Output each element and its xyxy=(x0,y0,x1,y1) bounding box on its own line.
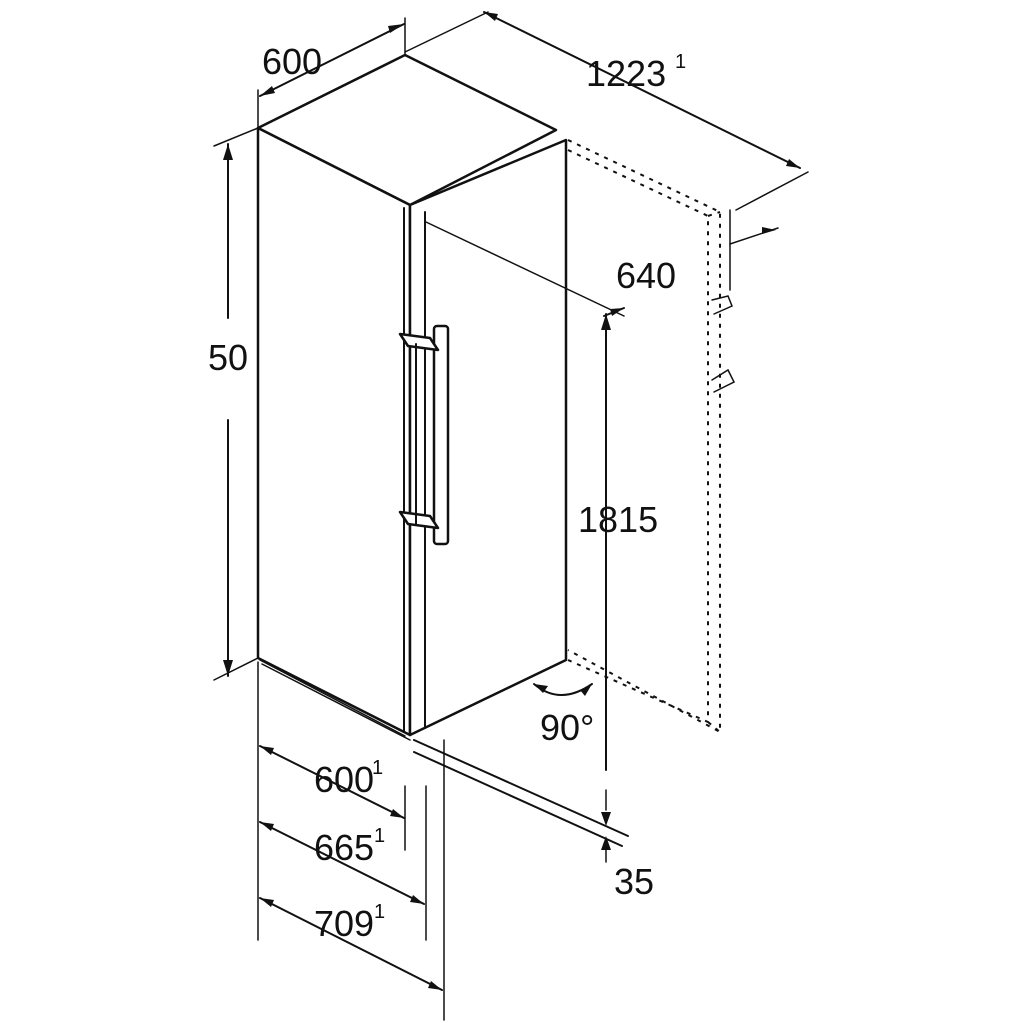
dim-bottom-depths: 600 1 665 1 709 1 xyxy=(257,661,445,1021)
cabinet-door xyxy=(408,138,568,737)
cabinet-side xyxy=(256,126,412,737)
dim-floor-gap-label: 35 xyxy=(614,861,654,902)
dim-total-depth-sup: 1 xyxy=(675,51,686,73)
dim-depth-2-sup: 1 xyxy=(374,825,385,847)
dim-depth-3-label: 709 xyxy=(314,903,374,944)
dim-front-height-label: 1815 xyxy=(578,499,658,540)
dim-front-height: 1815 xyxy=(578,313,658,771)
open-door-outline xyxy=(567,139,736,734)
dim-depth-1-sup: 1 xyxy=(372,757,383,779)
dim-top-width-label: 600 xyxy=(262,41,322,82)
dim-depth-3-sup: 1 xyxy=(374,901,385,923)
dim-side-height: 50 xyxy=(208,127,259,681)
dim-depth-2-label: 665 xyxy=(314,827,374,868)
dim-door-depth: 640 xyxy=(425,209,779,317)
door-handle xyxy=(398,324,450,546)
dim-door-angle-label: 90° xyxy=(540,707,594,748)
dim-door-angle: 90° xyxy=(533,683,594,748)
dim-total-depth: 1223 1 xyxy=(404,11,809,211)
dim-top-width: 600 xyxy=(257,17,406,129)
dim-total-depth-label: 1223 xyxy=(586,53,666,94)
dim-door-depth-label: 640 xyxy=(616,255,676,296)
dim-depth-1-label: 600 xyxy=(314,759,374,800)
cabinet xyxy=(256,53,568,741)
dim-side-height-label: 50 xyxy=(208,337,248,378)
dim-floor-gap: 35 xyxy=(413,739,654,902)
